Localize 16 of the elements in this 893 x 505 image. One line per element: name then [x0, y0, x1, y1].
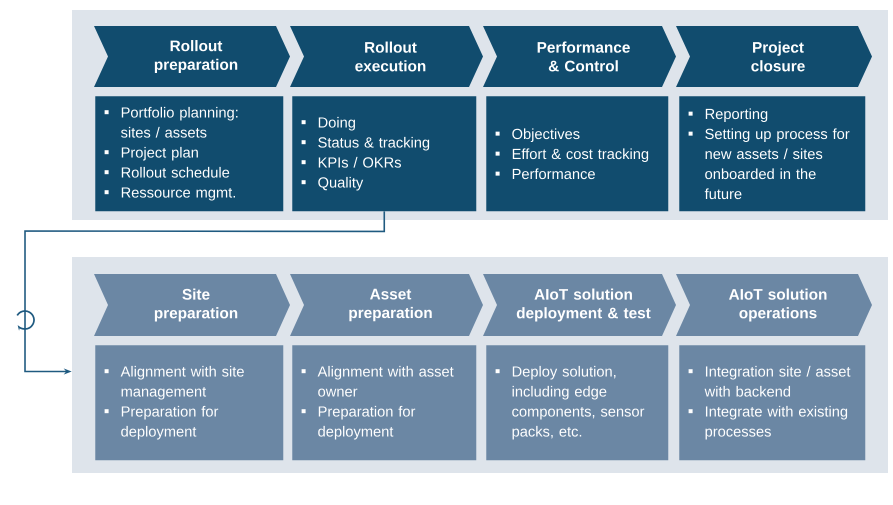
task-box: Alignment with site management Preparation for deployment: [95, 345, 284, 460]
task-box: Deploy solution, including edge components, sensor packs, etc.: [486, 345, 668, 460]
task-box: Alignment with asset owner Preparation for deployment: [292, 345, 476, 460]
phase-header: Rollout preparation: [94, 26, 290, 87]
task-box: Reporting Setting up process for new assets / sites onboarded in the future: [679, 96, 866, 212]
phase-header: Site preparation: [94, 274, 290, 336]
phase-header: Rollout execution: [290, 26, 483, 87]
phase-header: Project closure: [676, 26, 872, 87]
phase-header: Asset preparation: [290, 274, 483, 336]
phase-header: AIoT solution operations: [676, 274, 872, 336]
phase-header: AIoT solution deployment & test: [483, 274, 676, 336]
task-box: Integration site / asset with backend Integrate with existing processes: [679, 345, 866, 460]
task-box: Objectives Effort & cost tracking Performance: [486, 96, 668, 212]
task-box: Doing Status & tracking KPIs / OKRs Quality: [292, 96, 476, 212]
task-box: Portfolio planning: sites / assets Project plan Rollout schedule Ressource mgmt.: [95, 96, 284, 212]
phase-header: Performance & Control: [483, 26, 676, 87]
